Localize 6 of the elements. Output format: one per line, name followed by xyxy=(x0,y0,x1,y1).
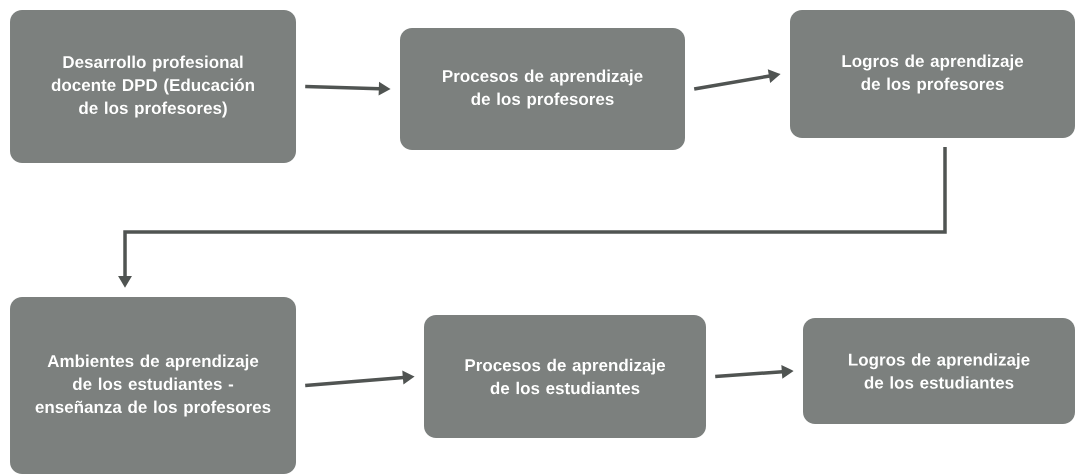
process-box: Procesos de aprendizaje de los estudiantes xyxy=(424,315,706,438)
process-box: Procesos de aprendizaje de los profesores xyxy=(400,28,685,150)
process-box: Logros de aprendizaje de los estudiantes xyxy=(803,318,1075,424)
process-box: Logros de aprendizaje de los profesores xyxy=(790,10,1075,138)
process-box: Ambientes de aprendizaje de los estudiantes - enseñanza de los profesores xyxy=(10,297,296,474)
process-box: Desarrollo profesional docente DPD (Educación de los profesores) xyxy=(10,10,296,163)
